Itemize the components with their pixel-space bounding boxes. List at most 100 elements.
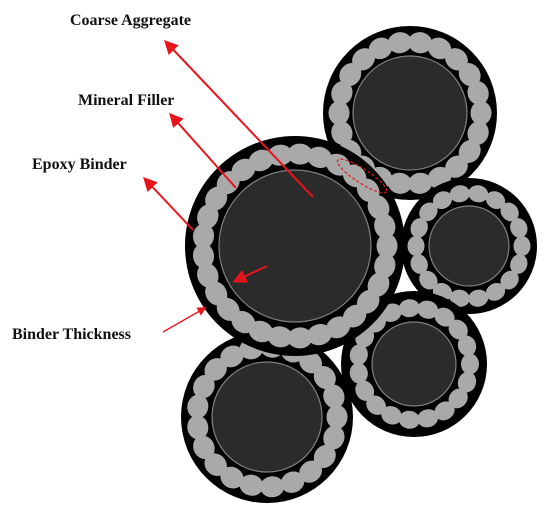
mineral-filler-grain: [387, 32, 412, 54]
mineral-filler-grain: [458, 63, 481, 87]
binder-thickness-label: Binder Thickness: [12, 326, 131, 343]
mineral-filler-grain: [204, 453, 227, 476]
mineral-filler-grain: [339, 63, 362, 87]
mineral-filler-grain: [367, 195, 390, 220]
mineral-filler-grain: [220, 345, 244, 368]
particle-1: [323, 26, 497, 200]
mineral-filler-grain: [355, 380, 375, 401]
mineral-filler-grain: [313, 366, 336, 390]
mineral-filler-grain: [331, 81, 353, 105]
mineral-filler-grain: [445, 155, 468, 178]
mineral-filler-grain: [376, 233, 398, 259]
mineral-filler-grain: [349, 344, 368, 366]
mineral-filler-grain: [187, 415, 209, 440]
mineral-filler-grain: [381, 303, 402, 322]
mineral-filler-grain: [449, 185, 470, 203]
mineral-filler-grain: [267, 144, 293, 166]
mineral-filler-grain: [239, 474, 264, 496]
mineral-filler-grain: [467, 81, 489, 105]
particle-4: [181, 331, 353, 503]
mineral-filler-grain: [326, 316, 351, 339]
mineral-filler-grain: [381, 406, 402, 425]
mineral-filler-grain: [485, 283, 506, 301]
coarse-aggregate-core: [352, 55, 468, 171]
aggregate-particles: [181, 26, 537, 503]
mineral-filler-grain: [323, 384, 345, 409]
epoxy-binder-arrow: [143, 176, 194, 231]
mineral-filler-grain: [328, 101, 350, 125]
mineral-filler-grain: [407, 236, 425, 256]
binder-thickness-arrow-inner: [232, 265, 268, 283]
mineral-filler-grain: [187, 394, 209, 419]
mineral-filler-grain: [299, 351, 323, 374]
mineral-filler-grain: [280, 471, 305, 493]
mineral-filler-grain: [366, 395, 386, 415]
callout-arrows: [143, 39, 314, 333]
mineral-filler-grain: [448, 319, 468, 340]
mineral-filler-grain: [458, 139, 481, 163]
coarse-aggregate-arrow: [164, 39, 314, 198]
mineral-filler-grain: [352, 48, 375, 71]
mineral-filler-grain: [432, 191, 453, 209]
particle-2: [401, 178, 537, 314]
mineral-filler-grain: [408, 32, 433, 54]
mineral-filler-grain: [299, 460, 323, 483]
mineral-filler-grain: [468, 289, 489, 307]
mineral-filler-label: Mineral Filler: [78, 92, 174, 109]
particle-5: [185, 136, 405, 356]
mineral-filler-grain: [374, 253, 396, 279]
mineral-filler-grain: [457, 335, 477, 357]
mineral-filler-arrow: [169, 112, 237, 189]
mineral-filler-grain: [287, 327, 313, 349]
mineral-filler-grain: [307, 323, 332, 346]
mineral-filler-grain: [417, 409, 439, 428]
mineral-filler-grain: [434, 307, 455, 327]
mineral-filler-grain: [510, 218, 528, 238]
binder-contact-outline: [336, 158, 388, 194]
mineral-filler-grain: [307, 146, 332, 169]
mineral-filler-grain: [427, 37, 452, 60]
mineral-filler-grain: [449, 289, 470, 307]
mineral-filler-grain: [331, 121, 353, 145]
binder-thickness-arrow-outer: [162, 307, 207, 333]
mineral-filler-grain: [368, 37, 393, 60]
mineral-filler-grain: [260, 476, 285, 498]
mineral-filler-grain: [248, 149, 274, 172]
mineral-filler-grain: [220, 466, 244, 489]
particle-3: [341, 291, 487, 437]
mineral-filler-grain: [461, 353, 479, 375]
mineral-filler-grain: [419, 270, 438, 290]
mineral-filler-grain: [374, 213, 396, 239]
mineral-filler-grain: [398, 410, 420, 429]
mineral-filler-grain: [419, 202, 438, 222]
mineral-filler-grain: [326, 405, 348, 429]
mineral-filler-grain: [410, 254, 428, 274]
mineral-filler-grain: [500, 270, 519, 290]
mineral-filler-grain: [192, 243, 215, 269]
mineral-filler-grain: [485, 191, 506, 209]
epoxy-binder-label: Epoxy Binder: [32, 156, 127, 173]
mineral-filler-grain: [467, 121, 489, 145]
mineral-filler-grain: [408, 172, 433, 194]
mineral-filler-grain: [470, 101, 492, 125]
coarse-aggregate-core: [428, 205, 510, 287]
mineral-filler-grain: [468, 185, 489, 203]
mineral-filler-grain: [193, 435, 215, 460]
mineral-filler-grain: [204, 358, 227, 381]
mineral-filler-grain: [410, 218, 428, 238]
mineral-filler-grain: [193, 374, 215, 399]
mineral-filler-grain: [513, 236, 531, 256]
mineral-filler-grain: [197, 263, 219, 288]
coarse-aggregate-core: [371, 321, 457, 407]
mineral-filler-grain: [445, 48, 468, 71]
mineral-filler-grain: [387, 172, 412, 194]
coarse-aggregate-core: [218, 169, 372, 323]
coarse-aggregate-core: [211, 361, 323, 473]
mineral-filler-grain: [510, 254, 528, 274]
mineral-filler-grain: [448, 388, 468, 409]
mineral-filler-grain: [398, 299, 420, 318]
mineral-filler-grain: [417, 300, 439, 319]
mineral-filler-grain: [192, 223, 215, 249]
mineral-filler-grain: [457, 371, 477, 393]
